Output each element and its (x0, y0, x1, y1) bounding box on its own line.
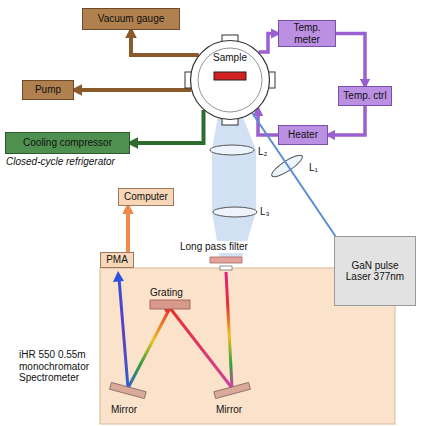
entrance-slit (220, 266, 232, 270)
chamber-part (214, 72, 246, 80)
lens-label: L₃ (260, 206, 270, 218)
filter-label: Long pass filter (178, 241, 250, 253)
lens-label: L₂ (258, 146, 267, 158)
node-label: iHR 550 0.55m monochromator Spectrometer (19, 349, 97, 384)
node-label: Computer (121, 191, 171, 203)
light-ray (170, 308, 232, 388)
node-label: Sample (213, 52, 247, 64)
node-label: Cooling compressor (20, 137, 115, 149)
grating-label: Grating (150, 287, 183, 299)
connector-arrow (336, 34, 365, 87)
refrigerator-label: Closed-cycle refrigerator (6, 156, 115, 168)
connector-arrow (74, 88, 191, 92)
connector-arrow (130, 110, 204, 143)
node-label: Temp. ctrl (340, 90, 389, 102)
temp-ctrl-box: Temp. ctrl (338, 86, 392, 106)
node-label: Pump (32, 84, 64, 96)
light-ray (128, 308, 170, 388)
chamber-part (191, 41, 270, 120)
light-ray (119, 278, 128, 388)
vacuum-gauge-box: Vacuum gauge (82, 8, 180, 30)
lens-label: L₁ (309, 162, 318, 174)
connector-arrow (258, 109, 278, 135)
connector-arrow (259, 34, 278, 53)
laser-box: GaN pulse Laser 377nm (334, 236, 416, 306)
lens-l2 (210, 145, 254, 155)
connector-arrow (126, 206, 130, 252)
pump-box: Pump (22, 80, 74, 100)
node-label: GaN pulse Laser 377nm (335, 260, 415, 283)
mirror-left (110, 382, 147, 398)
ray-arrowhead (113, 271, 124, 282)
node-label: PMA (103, 254, 131, 266)
laser-beam (252, 113, 338, 240)
mirror-label: Mirror (216, 404, 242, 416)
mirror-right (214, 382, 251, 398)
node-label: Vacuum gauge (95, 13, 168, 25)
heater-box: Heater (278, 125, 328, 145)
node-label: Heater (285, 129, 321, 141)
connector-arrow (131, 30, 199, 55)
pma-box: PMA (100, 252, 134, 268)
mirror-label: Mirror (111, 404, 137, 416)
emission-light-cone (212, 115, 256, 258)
computer-box: Computer (118, 188, 174, 206)
light-ray (226, 272, 232, 388)
sample-chamber: Sample (190, 40, 270, 120)
long-pass-filter (210, 257, 242, 263)
spectrometer-box: iHR 550 0.55m monochromator Spectrometer (100, 268, 395, 424)
connector-arrow (328, 106, 365, 135)
cooling-compressor-box: Cooling compressor (5, 132, 130, 154)
temp-meter-box: Temp. meter (278, 20, 336, 47)
grating-bar (150, 300, 190, 309)
node-label: Temp. meter (279, 22, 335, 45)
lens-l3 (213, 207, 257, 217)
chamber-part (198, 48, 262, 112)
